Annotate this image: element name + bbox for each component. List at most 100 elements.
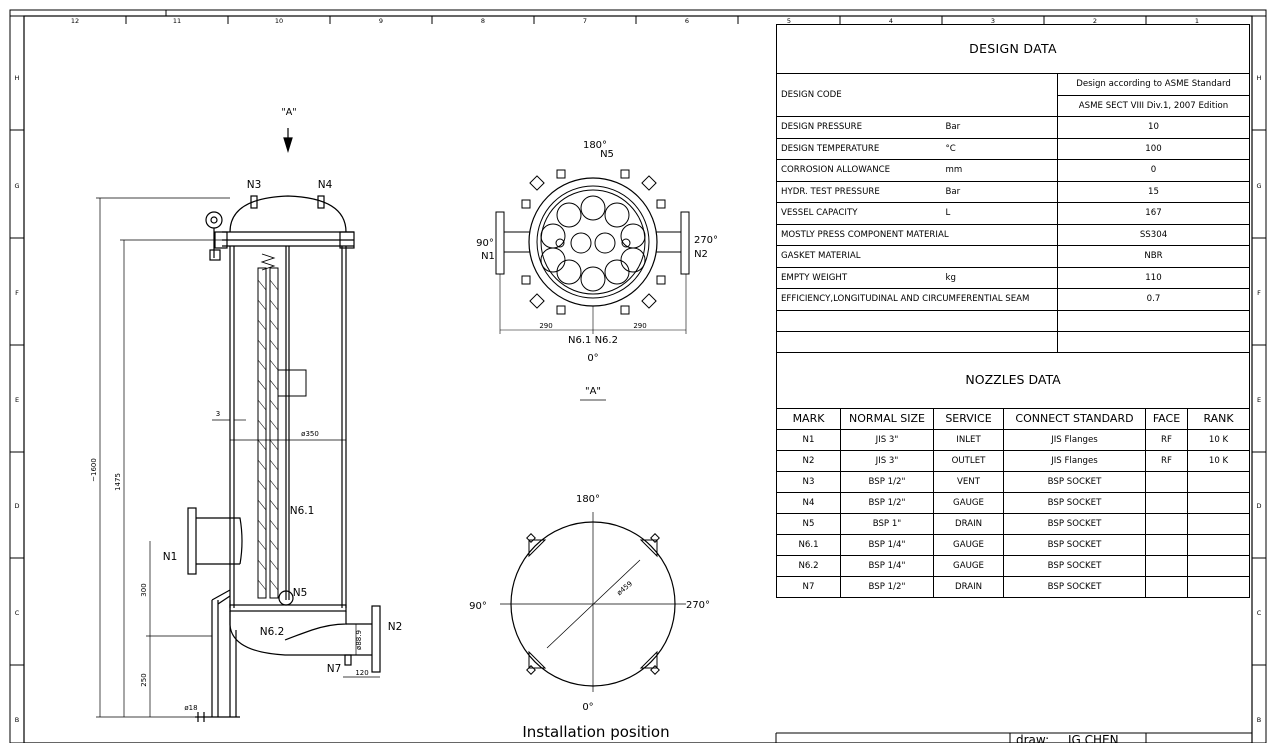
nozzle-cell: GAUGE xyxy=(933,533,1004,556)
nozzles-header-cell: NORMAL SIZE xyxy=(840,407,934,430)
nozzle-cell: OUTLET xyxy=(933,449,1004,472)
nozzle-cell: BSP SOCKET xyxy=(1003,575,1146,598)
grid-row-labels: H G F E D C B H G F E D C B xyxy=(14,74,1261,724)
design-row-value: 110 xyxy=(1056,266,1251,289)
design-data-table-wrapper: DESIGN DATA DESIGN CODE Design according… xyxy=(775,24,1251,598)
nozzle-cell: DRAIN xyxy=(933,512,1004,535)
design-row-empty xyxy=(776,309,1251,332)
design-row-value: 10 xyxy=(1056,116,1251,139)
design-row-empty xyxy=(776,330,1251,353)
install-angle-90: 90° xyxy=(469,601,487,612)
nozzle-cell: N6.2 xyxy=(776,554,841,577)
dim-thickness: 3 xyxy=(216,410,220,418)
top-view-dim-right: 290 xyxy=(633,322,646,330)
design-row-unit: L xyxy=(941,202,1058,225)
nozzles-header-cell: CONNECT STANDARD xyxy=(1003,407,1146,430)
nozzle-cell: BSP 1" xyxy=(840,512,934,535)
nozzles-data-title: NOZZLES DATA xyxy=(775,351,1251,409)
nozzle-cell: BSP SOCKET xyxy=(1003,470,1146,493)
grid-row-label: C xyxy=(1257,609,1262,617)
nozzle-cell: 10 K xyxy=(1186,449,1251,472)
nozzle-cell: RF xyxy=(1145,428,1188,451)
nozzle-cell xyxy=(1186,554,1251,577)
title-block xyxy=(775,732,1252,743)
dim-leg-diameter: ø18 xyxy=(184,704,197,712)
nozzle-cell: RF xyxy=(1145,449,1188,472)
nozzle-label-n7: N7 xyxy=(327,663,342,675)
side-view-dimensions xyxy=(96,197,380,718)
grid-row-label: B xyxy=(1257,716,1261,724)
grid-col-label: 3 xyxy=(991,17,995,25)
grid-row-label: H xyxy=(1257,74,1262,82)
grid-row-label: E xyxy=(1257,396,1261,404)
side-view-labels: "A" N3 N4 N1 N2 N5 N6.1 N6.2 N7 ~1600 14… xyxy=(90,107,402,712)
nozzle-cell: N7 xyxy=(776,575,841,598)
nozzle-cell: N4 xyxy=(776,491,841,514)
grid-col-label: 12 xyxy=(71,17,79,25)
dim-inlet-height: 300 xyxy=(140,583,148,596)
design-row-label: EFFICIENCY,LONGITUDINAL AND CIRCUMFERENT… xyxy=(776,288,1058,311)
design-row-value: 100 xyxy=(1056,137,1251,160)
install-caption: Installation position xyxy=(522,723,669,741)
top-view-labels: 180° N5 90° N1 270° N2 N6.1 N6.2 0° 290 … xyxy=(476,140,718,397)
dim-outlet-offset: 120 xyxy=(355,669,368,677)
nozzle-cell: BSP 1/2" xyxy=(840,575,934,598)
design-row-unit: mm xyxy=(941,159,1058,182)
dim-outlet-diameter: ø88.9 xyxy=(355,630,363,650)
nozzle-cell xyxy=(1145,470,1188,493)
nozzle-cell: DRAIN xyxy=(933,575,1004,598)
design-row-label: CORROSION ALLOWANCE xyxy=(776,159,942,182)
design-row-label: MOSTLY PRESS COMPONENT MATERIAL xyxy=(776,223,1058,246)
design-row-unit: kg xyxy=(941,266,1058,289)
top-view-label-n2: N2 xyxy=(694,249,708,260)
nozzle-cell xyxy=(1186,533,1251,556)
installation-labels: 180° 90° 270° 0° ø459 Installation posit… xyxy=(469,494,710,741)
design-row-unit: Bar xyxy=(941,180,1058,203)
grid-row-label: G xyxy=(14,182,19,190)
nozzles-data-table: NOZZLES DATA MARK NORMAL SIZE SERVICE CO… xyxy=(775,351,1251,598)
nozzle-cell: 10 K xyxy=(1186,428,1251,451)
top-view-angle-180: 180° xyxy=(583,140,607,151)
grid-col-label: 2 xyxy=(1093,17,1097,25)
title-block-draw-name: JG.CHEN xyxy=(1067,733,1119,743)
nozzle-cell: JIS Flanges xyxy=(1003,428,1146,451)
top-view-angle-0: 0° xyxy=(587,353,598,364)
grid-col-label: 9 xyxy=(379,17,383,25)
nozzle-cell: BSP SOCKET xyxy=(1003,554,1146,577)
top-view-label-n1: N1 xyxy=(481,251,495,262)
nozzles-header-row: MARK NORMAL SIZE SERVICE CONNECT STANDAR… xyxy=(776,407,1251,430)
top-view-angle-270: 270° xyxy=(694,235,718,246)
top-view-angle-90: 90° xyxy=(476,238,494,249)
design-row-value: 15 xyxy=(1056,180,1251,203)
grid-row-label: G xyxy=(1256,182,1261,190)
nozzle-label-n4: N4 xyxy=(318,179,333,191)
nozzle-cell: JIS Flanges xyxy=(1003,449,1146,472)
grid-row-label: F xyxy=(1257,289,1261,297)
design-data-title: DESIGN DATA xyxy=(775,24,1251,74)
nozzle-cell: BSP 1/4" xyxy=(840,533,934,556)
nozzle-cell: INLET xyxy=(933,428,1004,451)
grid-row-label: B xyxy=(15,716,19,724)
nozzle-cell xyxy=(1186,575,1251,598)
nozzles-header-cell: RANK xyxy=(1186,407,1251,430)
grid-row-label: C xyxy=(15,609,20,617)
design-row-unit: °C xyxy=(941,137,1058,160)
drawing-frame xyxy=(9,9,1267,743)
grid-col-label: 6 xyxy=(685,17,689,25)
nozzle-label-n1: N1 xyxy=(163,551,178,563)
view-marker-a: "A" xyxy=(281,107,296,118)
nozzle-cell: BSP 1/2" xyxy=(840,491,934,514)
design-row-unit: Bar xyxy=(941,116,1058,139)
nozzle-cell: N1 xyxy=(776,428,841,451)
